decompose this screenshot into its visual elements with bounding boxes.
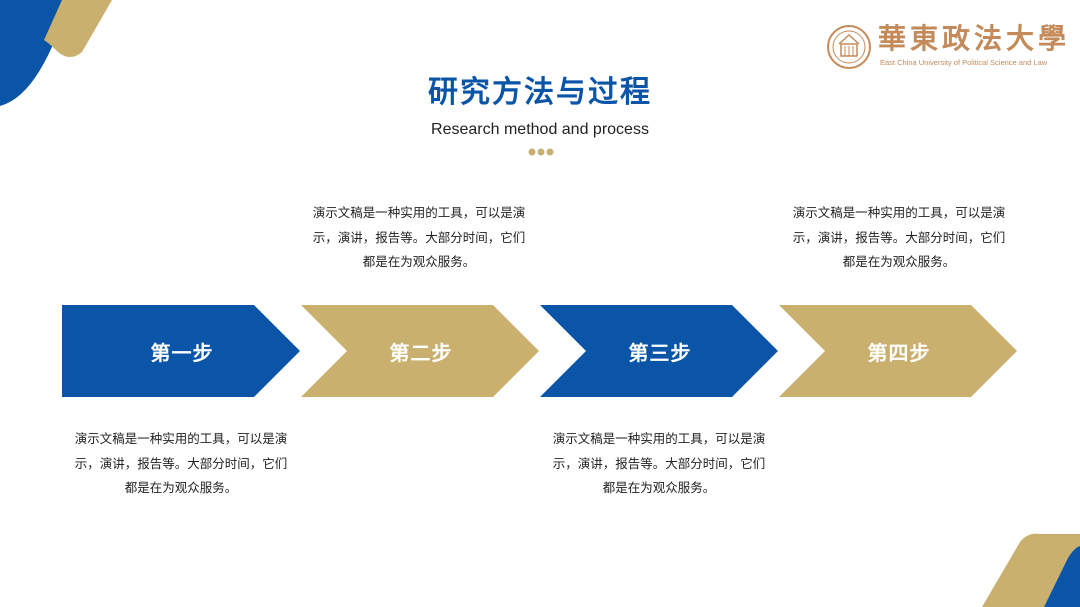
description-line: 演示文稿是一种实用的工具，可以是演 — [74, 431, 288, 446]
step-4-chevron: 第四步 — [779, 305, 1019, 397]
description-line: 演示文稿是一种实用的工具，可以是演 — [792, 205, 1006, 220]
logo-subtitle: East China University of Political Scien… — [880, 58, 1048, 67]
corner-decoration-top-left — [0, 0, 112, 106]
description-line: 都是在为观众服务。 — [602, 480, 716, 495]
description-line: 演示文稿是一种实用的工具，可以是演 — [552, 431, 766, 446]
title-dots-decoration — [528, 148, 554, 156]
description-line: 都是在为观众服务。 — [842, 254, 956, 269]
step-1-chevron: 第一步 — [62, 305, 302, 397]
logo-name: 華東政法大學 — [878, 22, 1071, 55]
description-line: 示，演讲，报告等。大部分时间，它们 — [312, 229, 526, 245]
step-3-description: 演示文稿是一种实用的工具，可以是演 示，演讲，报告等。大部分时间，它们 都是在为… — [539, 427, 779, 501]
university-seal-icon — [827, 25, 871, 69]
description-line: 示，演讲，报告等。大部分时间，它们 — [792, 229, 1006, 245]
step-1-description: 演示文稿是一种实用的工具，可以是演 示，演讲，报告等。大部分时间，它们 都是在为… — [61, 427, 301, 501]
step-4-description: 演示文稿是一种实用的工具，可以是演 示，演讲，报告等。大部分时间，它们 都是在为… — [779, 201, 1019, 275]
step-1-label: 第一步 — [150, 340, 214, 365]
step-3-label: 第三步 — [628, 340, 692, 365]
step-3-chevron: 第三步 — [540, 305, 780, 397]
university-logo: 華東政法大學 East China University of Politica… — [826, 20, 1066, 72]
step-2-description: 演示文稿是一种实用的工具，可以是演 示，演讲，报告等。大部分时间，它们 都是在为… — [299, 201, 539, 275]
corner-decoration-bottom-right — [982, 533, 1080, 607]
page-subtitle: Research method and process — [431, 121, 649, 138]
description-line: 示，演讲，报告等。大部分时间，它们 — [552, 455, 766, 471]
page-title: 研究方法与过程 — [428, 75, 652, 110]
description-line: 都是在为观众服务。 — [362, 254, 476, 269]
step-2-label: 第二步 — [389, 340, 453, 365]
description-line: 示，演讲，报告等。大部分时间，它们 — [74, 455, 288, 471]
step-4-label: 第四步 — [867, 340, 931, 365]
step-2-chevron: 第二步 — [301, 305, 541, 397]
description-line: 演示文稿是一种实用的工具，可以是演 — [312, 205, 526, 220]
description-line: 都是在为观众服务。 — [124, 480, 238, 495]
